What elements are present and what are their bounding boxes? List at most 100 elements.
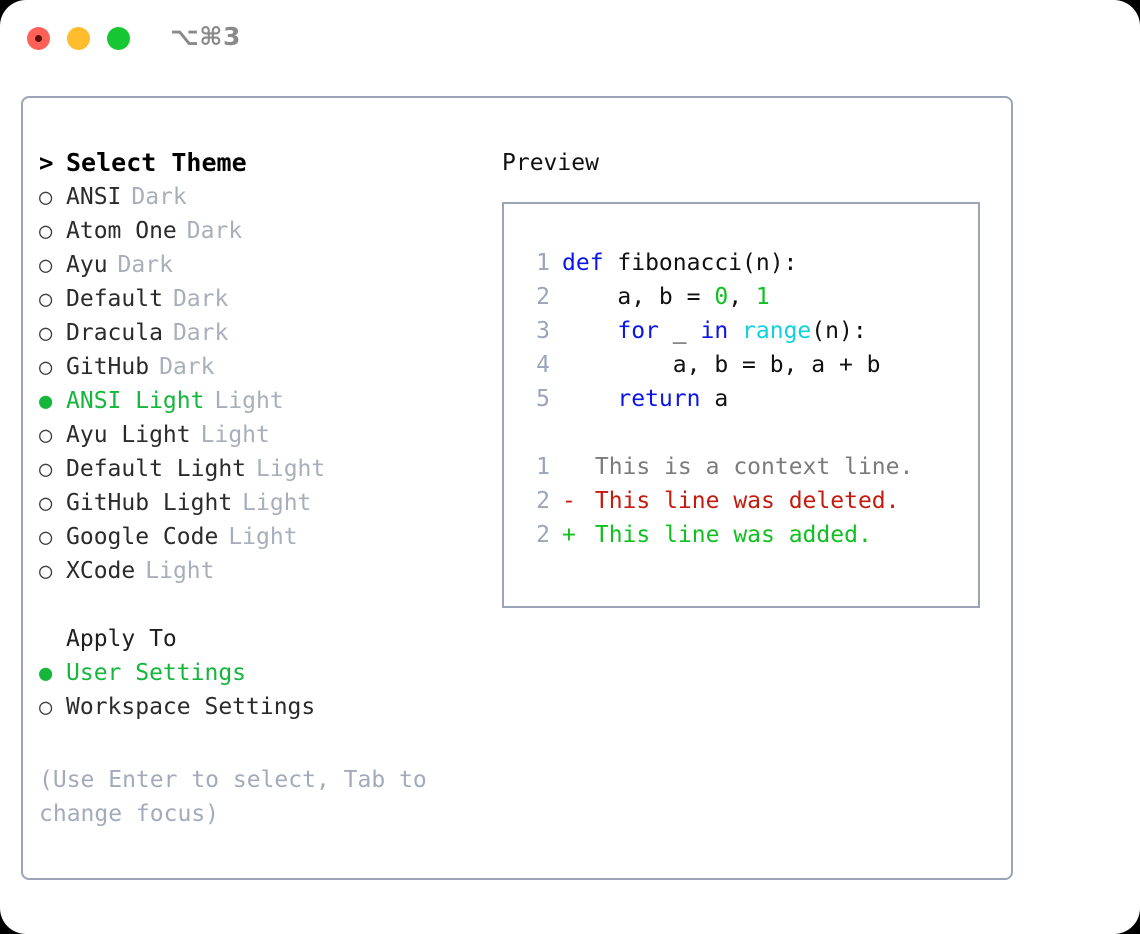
theme-option-tag: Light	[242, 490, 312, 516]
code-line-number: 1	[536, 250, 550, 276]
diff-line-number: 1	[536, 454, 550, 480]
theme-option-ayu-light[interactable]: ○ Ayu Light Light	[39, 418, 469, 452]
code-token-num: 0	[714, 284, 729, 310]
code-line-number: 3	[536, 318, 550, 344]
minimize-window-button[interactable]	[67, 27, 90, 50]
close-window-button[interactable]	[27, 27, 50, 50]
apply-to-label-row: Apply To	[39, 622, 469, 656]
apply-to-option-list: ● User Settings ○ Workspace Settings	[39, 656, 469, 724]
theme-option-name: ANSI Light	[66, 388, 205, 414]
code-token-idt: a, b = b, a + b	[562, 352, 881, 378]
code-line-text: for _ in range(n):	[562, 314, 867, 348]
diff-line-number: 2	[536, 488, 550, 514]
theme-option-tag: Dark	[172, 320, 229, 346]
code-line-number: 2	[536, 284, 550, 310]
code-token-num: 1	[755, 284, 770, 310]
theme-option-name: XCode	[66, 558, 136, 584]
code-line: 5 return a	[520, 382, 972, 416]
code-line-text: def fibonacci(n):	[562, 246, 797, 280]
theme-option-tag: Light	[145, 558, 215, 584]
code-line: 2 a, b = 0, 1	[520, 280, 972, 314]
radio-selected-icon: ●	[39, 661, 53, 686]
radio-unselected-icon: ○	[39, 287, 53, 312]
code-token-idt: _	[658, 318, 701, 344]
theme-option-name: Google Code	[66, 524, 219, 550]
code-line-text: a, b = 0, 1	[562, 280, 770, 314]
code-token-kw: return	[617, 386, 701, 412]
code-line-number: 4	[536, 352, 550, 378]
code-line: 3 for _ in range(n):	[520, 314, 972, 348]
theme-option-ansi-light[interactable]: ● ANSI Light Light	[39, 384, 469, 418]
code-line: 4 a, b = b, a + b	[520, 348, 972, 382]
radio-unselected-icon: ○	[39, 525, 53, 550]
radio-unselected-icon: ○	[39, 457, 53, 482]
apply-to-indent	[39, 623, 66, 657]
theme-option-tag: Dark	[172, 286, 229, 312]
theme-option-tag: Light	[228, 524, 298, 550]
code-token-idt: (n):	[811, 318, 867, 344]
maximize-window-button[interactable]	[107, 27, 130, 50]
diff-line-text: This line was deleted.	[581, 488, 900, 514]
list-spacer	[39, 588, 469, 622]
window-titlebar: ⌥⌘3	[0, 0, 1140, 78]
theme-option-name: GitHub Light	[66, 490, 233, 516]
theme-option-name: Ayu Light	[66, 422, 191, 448]
theme-option-tag: Dark	[131, 184, 187, 210]
code-line-text: return a	[562, 382, 728, 416]
theme-option-tag: Light	[200, 422, 270, 448]
code-token-idt	[562, 318, 617, 344]
code-token-kw: for	[617, 318, 659, 344]
code-token-idt: a, b =	[562, 284, 715, 310]
diff-line-text: This is a context line.	[581, 454, 914, 480]
apply-to-option-name: Workspace Settings	[66, 694, 316, 720]
radio-selected-icon: ●	[39, 389, 53, 414]
code-token-idt: ,	[728, 284, 756, 310]
code-token-idt: a	[700, 386, 729, 412]
code-token-idt	[562, 386, 617, 412]
code-token-kw: def	[562, 250, 604, 276]
code-line: 1 def fibonacci(n):	[520, 246, 972, 280]
diff-line-ctx: 1 This is a context line.	[520, 450, 972, 484]
apply-to-option-name: User Settings	[66, 660, 247, 686]
theme-option-name: Ayu	[66, 252, 108, 278]
theme-option-name: GitHub	[66, 354, 150, 380]
radio-unselected-icon: ○	[39, 219, 53, 244]
radio-unselected-icon: ○	[39, 695, 53, 720]
apply-to-option-workspace-settings[interactable]: ○ Workspace Settings	[39, 690, 469, 724]
diff-line-add: 2+ This line was added.	[520, 518, 972, 552]
radio-unselected-icon: ○	[39, 253, 53, 278]
radio-unselected-icon: ○	[39, 321, 53, 346]
code-token-idt	[728, 318, 742, 344]
theme-option-tag: Dark	[117, 252, 173, 278]
theme-option-xcode[interactable]: ○ XCode Light	[39, 554, 469, 588]
diff-marker-icon: -	[562, 488, 576, 514]
radio-unselected-icon: ○	[39, 423, 53, 448]
theme-option-ayu[interactable]: ○ Ayu Dark	[39, 248, 469, 282]
radio-unselected-icon: ○	[39, 559, 53, 584]
theme-option-tag: Light	[214, 388, 284, 414]
radio-unselected-icon: ○	[39, 185, 53, 210]
apply-to-label: Apply To	[66, 626, 177, 652]
code-line-text: a, b = b, a + b	[562, 348, 881, 382]
radio-unselected-icon: ○	[39, 355, 53, 380]
diff-marker-icon	[562, 450, 581, 484]
theme-option-tag: Dark	[186, 218, 243, 244]
diff-line-del: 2- This line was deleted.	[520, 484, 972, 518]
keyboard-hint-text: (Use Enter to select, Tab to change focu…	[39, 767, 441, 827]
apply-to-option-user-settings[interactable]: ● User Settings	[39, 656, 469, 690]
code-line-number: 5	[536, 386, 550, 412]
theme-option-google-code[interactable]: ○ Google Code Light	[39, 520, 469, 554]
